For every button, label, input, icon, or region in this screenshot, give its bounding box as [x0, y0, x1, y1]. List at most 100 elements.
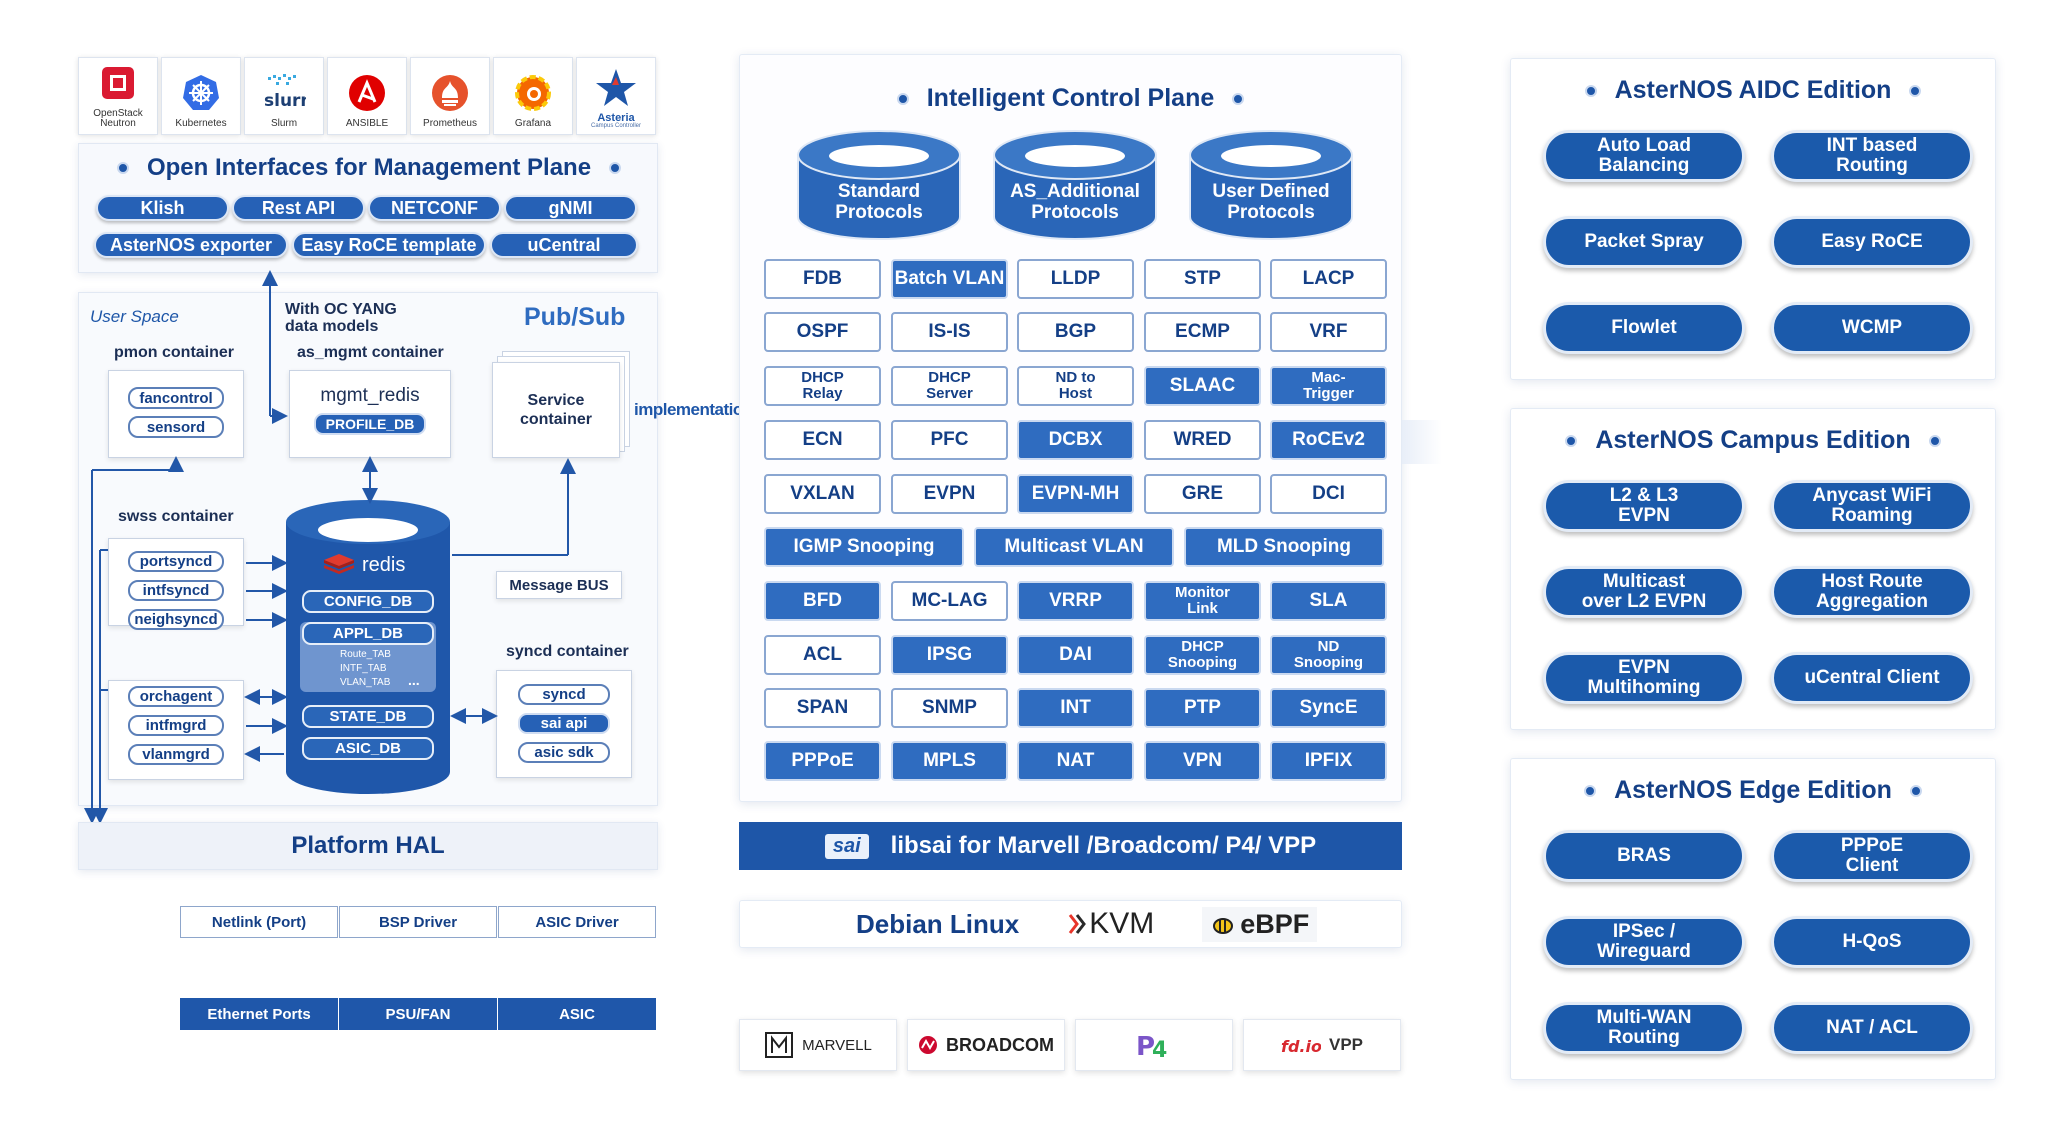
feature-int-based-routing: INT based Routing [1771, 130, 1973, 182]
bullet-icon [116, 162, 129, 174]
protocol-lldp: LLDP [1017, 259, 1134, 299]
protocol-nat: NAT [1017, 741, 1134, 781]
swss-container-title: swss container [118, 508, 234, 525]
protocol-mc-lag: MC-LAG [891, 581, 1008, 621]
logo-ansible: ANSIBLE [327, 57, 407, 135]
protocol-vrrp: VRRP [1017, 581, 1134, 621]
neighsyncd-process: neighsyncd [128, 609, 224, 630]
protocol-ecn: ECN [764, 420, 881, 460]
edition-title-text: AsterNOS AIDC Edition [1614, 76, 1892, 104]
config-db: CONFIG_DB [302, 590, 434, 613]
protocol-evpn-mh: EVPN-MH [1017, 474, 1134, 514]
feature-ipsec-wireguard: IPSec / Wireguard [1543, 916, 1745, 968]
vendor-vpp: fd.io VPP [1243, 1019, 1401, 1071]
p4-icon: P4 [1136, 1032, 1167, 1060]
syncd-container-title: syncd container [506, 643, 629, 660]
logo-openstack: OpenStack Neutron [78, 57, 158, 135]
protocol-igmp-snooping: IGMP Snooping [764, 527, 964, 567]
appl-db-tables: Route_TAB INTF_TAB VLAN_TAB [340, 649, 391, 688]
slurm-icon: slurm [262, 73, 306, 113]
vlanmgrd-process: vlanmgrd [128, 744, 224, 765]
bullet-icon [1909, 784, 1922, 797]
protocol-fdb: FDB [764, 259, 881, 299]
logo-caption: Grafana [514, 118, 552, 129]
protocol-int: INT [1017, 688, 1134, 728]
feature-h-qos: H-QoS [1771, 916, 1973, 968]
cylinder-shape [1189, 130, 1353, 240]
syncd-process: syncd [518, 684, 610, 705]
protocol-ospf: OSPF [764, 312, 881, 352]
logo-caption: Slurm [270, 118, 298, 129]
grafana-icon [511, 73, 555, 113]
interface-asternos-exporter: AsterNOS exporter [94, 232, 288, 258]
logo-kubernetes: Kubernetes [161, 57, 241, 135]
bullet-icon [1565, 434, 1578, 447]
logo-caption: Prometheus [423, 118, 477, 129]
ethernet-ports: Ethernet Ports [180, 998, 338, 1030]
logo-caption: OpenStack Neutron [93, 108, 143, 129]
feature-evpn-multihoming: EVPN Multihoming [1543, 652, 1745, 704]
fdio-icon: fd.io [1281, 1037, 1321, 1056]
libsai-bar: sai libsai for Marvell /Broadcom/ P4/ VP… [739, 822, 1402, 870]
intfmgrd-process: intfmgrd [128, 715, 224, 736]
protocol-ipsg: IPSG [891, 635, 1008, 675]
prometheus-icon [428, 73, 472, 113]
netlink-port-driver: Netlink (Port) [180, 906, 338, 938]
feature-bras: BRAS [1543, 830, 1745, 882]
feature-easy-roce: Easy RoCE [1771, 216, 1973, 268]
redis-icon [324, 554, 354, 574]
service-container: Service container [492, 362, 620, 458]
asic-sdk: asic sdk [518, 742, 610, 763]
cylinder-shape [797, 130, 961, 240]
implementation-label: implementation [634, 400, 753, 419]
edition-title-text: AsterNOS Campus Edition [1595, 426, 1911, 454]
logo-caption: ANSIBLE [345, 118, 389, 129]
control-plane-title: Intelligent Control Plane [739, 84, 1402, 113]
debian-linux-bar: Debian Linux KVM eBPF [739, 900, 1402, 948]
protocol-dai: DAI [1017, 635, 1134, 675]
protocol-sla: SLA [1270, 581, 1387, 621]
pmon-container [108, 370, 244, 458]
bullet-icon [1584, 84, 1597, 97]
protocol-pfc: PFC [891, 420, 1008, 460]
protocol-dci: DCI [1270, 474, 1387, 514]
debian-label: Debian Linux [856, 908, 1020, 939]
svg-text:P: P [1136, 1032, 1155, 1060]
protocol-ipfix: IPFIX [1270, 741, 1387, 781]
cylinder-2: AS_Additional Protocols [992, 125, 1158, 243]
edition-title-text: AsterNOS Edge Edition [1614, 776, 1892, 804]
profile-db: PROFILE_DB [314, 413, 426, 435]
appl-db: APPL_DB [302, 622, 434, 645]
feature-l2-l3-evpn: L2 & L3 EVPN [1543, 480, 1745, 532]
protocol-is-is: IS-IS [891, 312, 1008, 352]
protocol-vpn: VPN [1144, 741, 1261, 781]
interface-gnmi: gNMI [504, 195, 637, 221]
interface-netconf: NETCONF [368, 195, 501, 221]
interface-klish: Klish [96, 195, 229, 221]
bullet-icon [1232, 92, 1245, 105]
mgmt-redis-label: mgmt_redis [320, 385, 420, 406]
protocol-vxlan: VXLAN [764, 474, 881, 514]
logo-grafana: Grafana [493, 57, 573, 135]
bullet-icon [1928, 434, 1941, 447]
protocol-mld-snooping: MLD Snooping [1184, 527, 1384, 567]
protocol-span: SPAN [764, 688, 881, 728]
interface-ucentral: uCentral [490, 232, 638, 258]
feature-multicast-over-l2-evpn: Multicast over L2 EVPN [1543, 566, 1745, 618]
feature-flowlet: Flowlet [1543, 302, 1745, 354]
sensord-process: sensord [128, 416, 224, 438]
protocol-evpn: EVPN [891, 474, 1008, 514]
interface-rest-api: Rest API [232, 195, 365, 221]
protocol-bfd: BFD [764, 581, 881, 621]
broadcom-icon [919, 1036, 937, 1054]
asteria-subtitle: Campus Controller [590, 123, 642, 129]
protocol-bgp: BGP [1017, 312, 1134, 352]
feature-nat-acl: NAT / ACL [1771, 1002, 1973, 1054]
sai-api: sai api [518, 713, 610, 734]
panel-connector [1402, 420, 1442, 464]
protocol-synce: SyncE [1270, 688, 1387, 728]
state-db: STATE_DB [302, 705, 434, 728]
vendor-broadcom: BROADCOM [907, 1019, 1065, 1071]
ebpf-logo: eBPF [1202, 906, 1318, 942]
